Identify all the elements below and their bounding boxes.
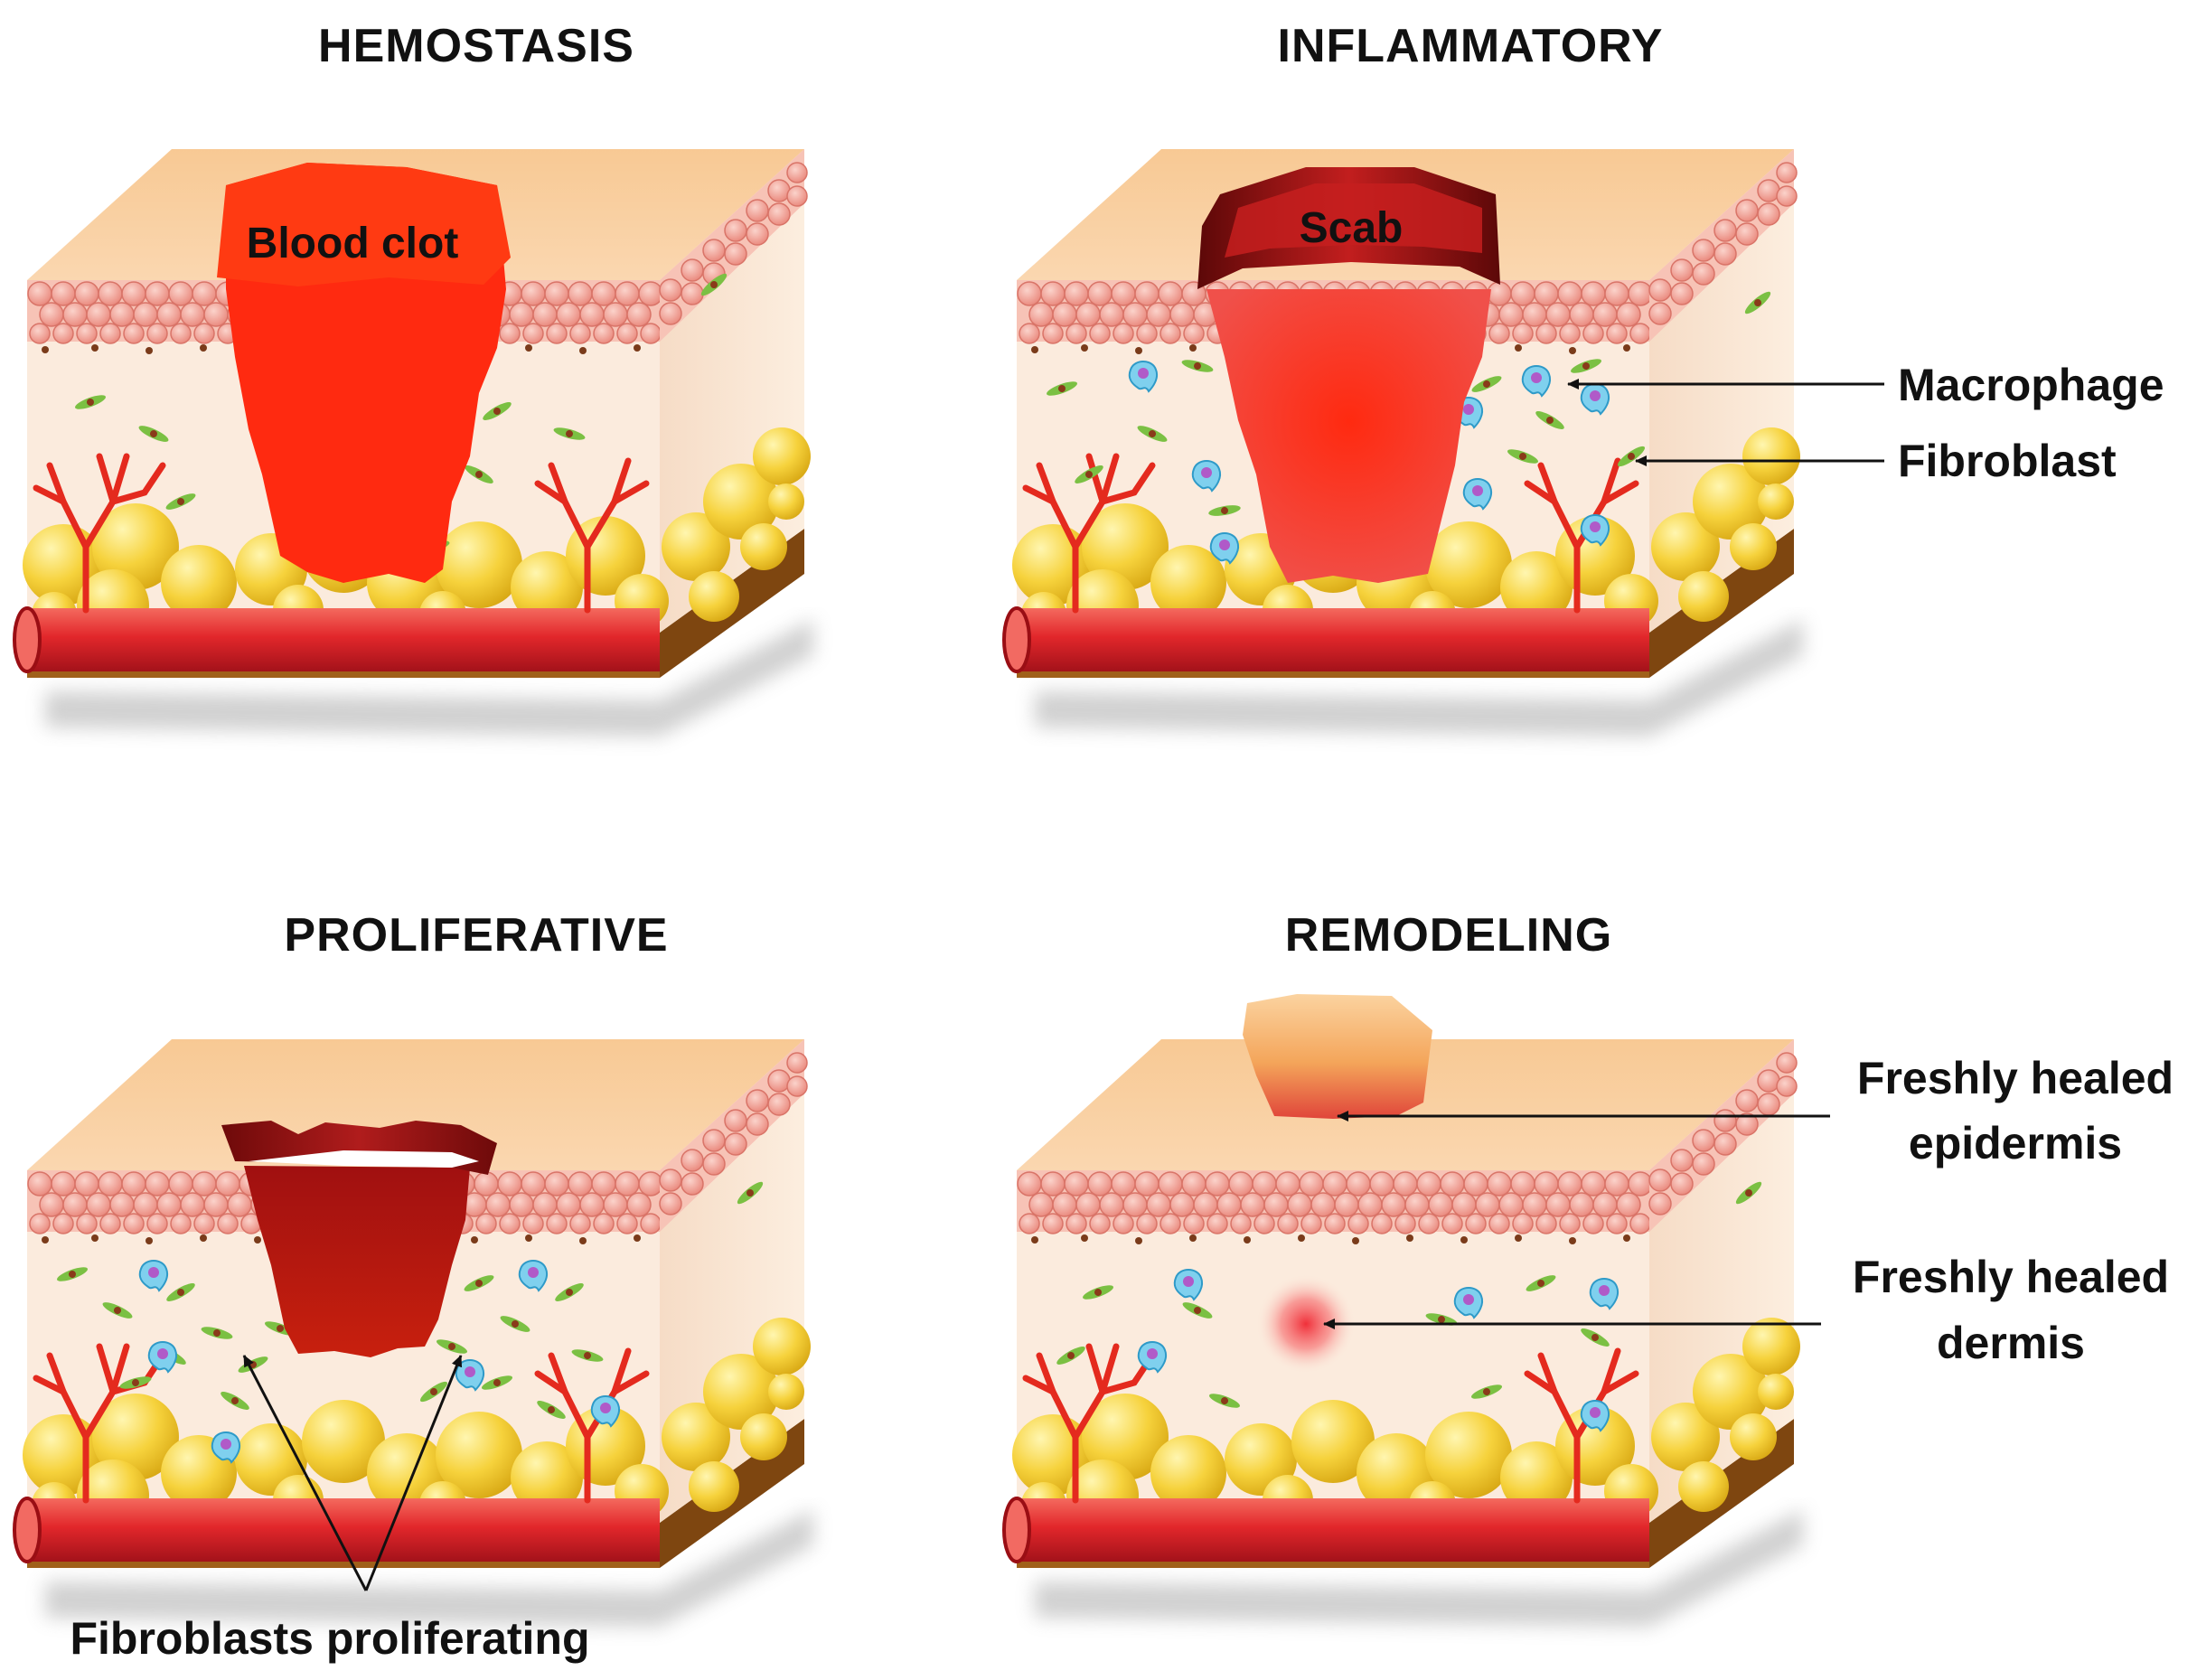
healed-epidermis-patch — [1243, 994, 1432, 1119]
panel-remodeling: REMODELING — [1004, 909, 2174, 1627]
panel-title: HEMOSTASIS — [318, 20, 634, 72]
fibroblasts-proliferating-label: Fibroblasts proliferating — [70, 1613, 589, 1664]
fibroblast-arrow-left — [242, 1355, 368, 1591]
healed-dermis-spot — [1256, 1274, 1356, 1374]
panel-proliferative: PROLIFERATIVE — [14, 909, 813, 1664]
panel-title: PROLIFERATIVE — [284, 909, 668, 962]
epidermis-label-line2: epidermis — [1909, 1118, 2122, 1168]
dermis-label-line2: dermis — [1937, 1318, 2085, 1368]
scab: Scab — [1197, 167, 1500, 289]
blood-clot: Blood clot — [217, 163, 511, 583]
epidermis-label-line1: Freshly healed — [1857, 1053, 2174, 1103]
scab-label: Scab — [1300, 204, 1404, 252]
inflamed-wound — [1206, 289, 1491, 583]
panel-title: INFLAMMATORY — [1278, 20, 1664, 72]
panel-hemostasis: HEMOSTASIS Blood clot — [14, 20, 813, 737]
panel-title: REMODELING — [1285, 909, 1612, 962]
fibroblast-arrow-right — [364, 1355, 463, 1591]
granulation-tissue — [221, 1121, 497, 1357]
panel-inflammatory: INFLAMMATORY — [1004, 20, 2164, 737]
dermis-label-line1: Freshly healed — [1853, 1252, 2169, 1302]
fibroblast-label: Fibroblast — [1898, 436, 2117, 486]
blood-clot-label: Blood clot — [247, 220, 459, 267]
macrophage-label: Macrophage — [1898, 360, 2164, 410]
